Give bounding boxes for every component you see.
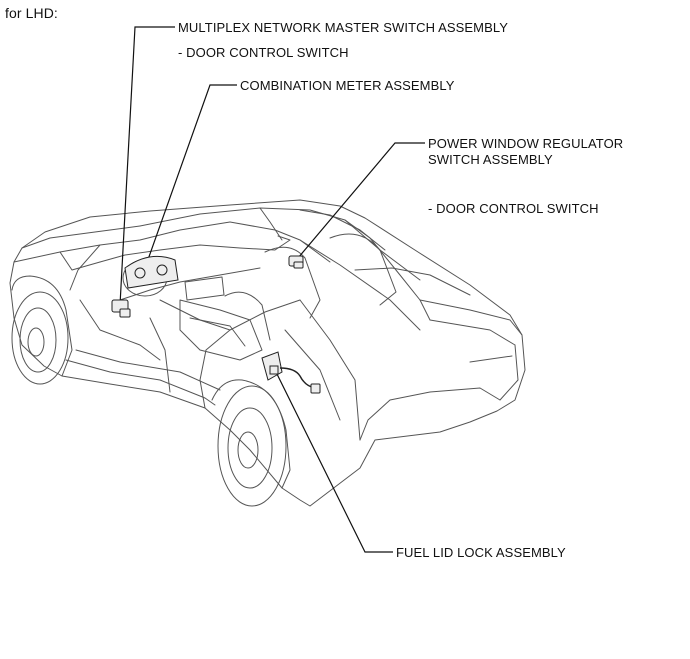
diagram-heading: for LHD:: [5, 5, 58, 21]
leader-multiplex-switch: [119, 26, 175, 306]
leader-power-window-switch: [297, 142, 425, 259]
power-window-switch-part: [288, 255, 304, 269]
label-power-window-line2: SWITCH ASSEMBLY: [428, 152, 553, 167]
car-body-outline: [9, 199, 526, 507]
fuel-lid-lock-part: [261, 351, 321, 394]
label-multiplex-network-master-switch: MULTIPLEX NETWORK MASTER SWITCH ASSEMBLY: [178, 20, 509, 35]
label-multiplex-door-control-switch: - DOOR CONTROL SWITCH: [178, 45, 349, 60]
leader-combination-meter: [144, 84, 237, 269]
leader-fuel-lid-lock: [274, 369, 393, 553]
front-wheel: [11, 291, 69, 385]
label-fuel-lid-lock: FUEL LID LOCK ASSEMBLY: [396, 545, 566, 560]
multiplex-switch-part: [111, 299, 131, 318]
combination-meter-part: [124, 255, 179, 289]
rear-wheel: [217, 385, 287, 507]
label-power-window-line1: POWER WINDOW REGULATOR: [428, 136, 624, 151]
label-power-window-door-control-switch: - DOOR CONTROL SWITCH: [428, 201, 599, 216]
label-combination-meter: COMBINATION METER ASSEMBLY: [240, 78, 455, 93]
